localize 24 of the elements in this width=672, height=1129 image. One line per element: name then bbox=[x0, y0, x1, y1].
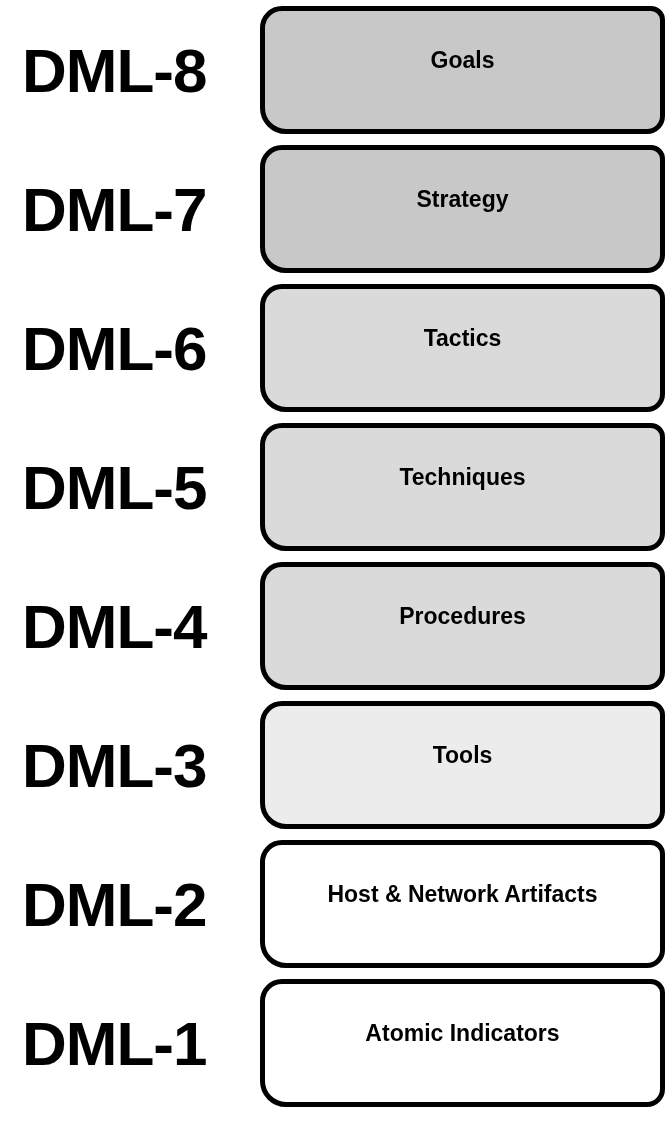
level-title: Tools bbox=[432, 742, 493, 769]
level-box bbox=[260, 562, 665, 690]
level-box bbox=[260, 284, 665, 412]
level-label: DML-6 bbox=[22, 314, 207, 384]
level-box bbox=[260, 145, 665, 273]
level-box bbox=[260, 701, 665, 829]
level-title: Tactics bbox=[423, 325, 502, 352]
level-label: DML-3 bbox=[22, 731, 207, 801]
level-title: Atomic Indicators bbox=[365, 1020, 560, 1047]
level-title: Goals bbox=[430, 47, 495, 74]
level-title: Strategy bbox=[416, 186, 509, 213]
level-label: DML-4 bbox=[22, 592, 207, 662]
level-label: DML-8 bbox=[22, 36, 207, 106]
level-box bbox=[260, 840, 665, 968]
level-label: DML-7 bbox=[22, 175, 207, 245]
level-box bbox=[260, 979, 665, 1107]
level-label: DML-2 bbox=[22, 870, 207, 940]
level-title: Host & Network Artifacts bbox=[327, 881, 598, 908]
level-title: Techniques bbox=[399, 464, 526, 491]
level-label: DML-1 bbox=[22, 1009, 207, 1079]
level-title: Procedures bbox=[399, 603, 526, 630]
level-label: DML-5 bbox=[22, 453, 207, 523]
level-box bbox=[260, 423, 665, 551]
level-box bbox=[260, 6, 665, 134]
